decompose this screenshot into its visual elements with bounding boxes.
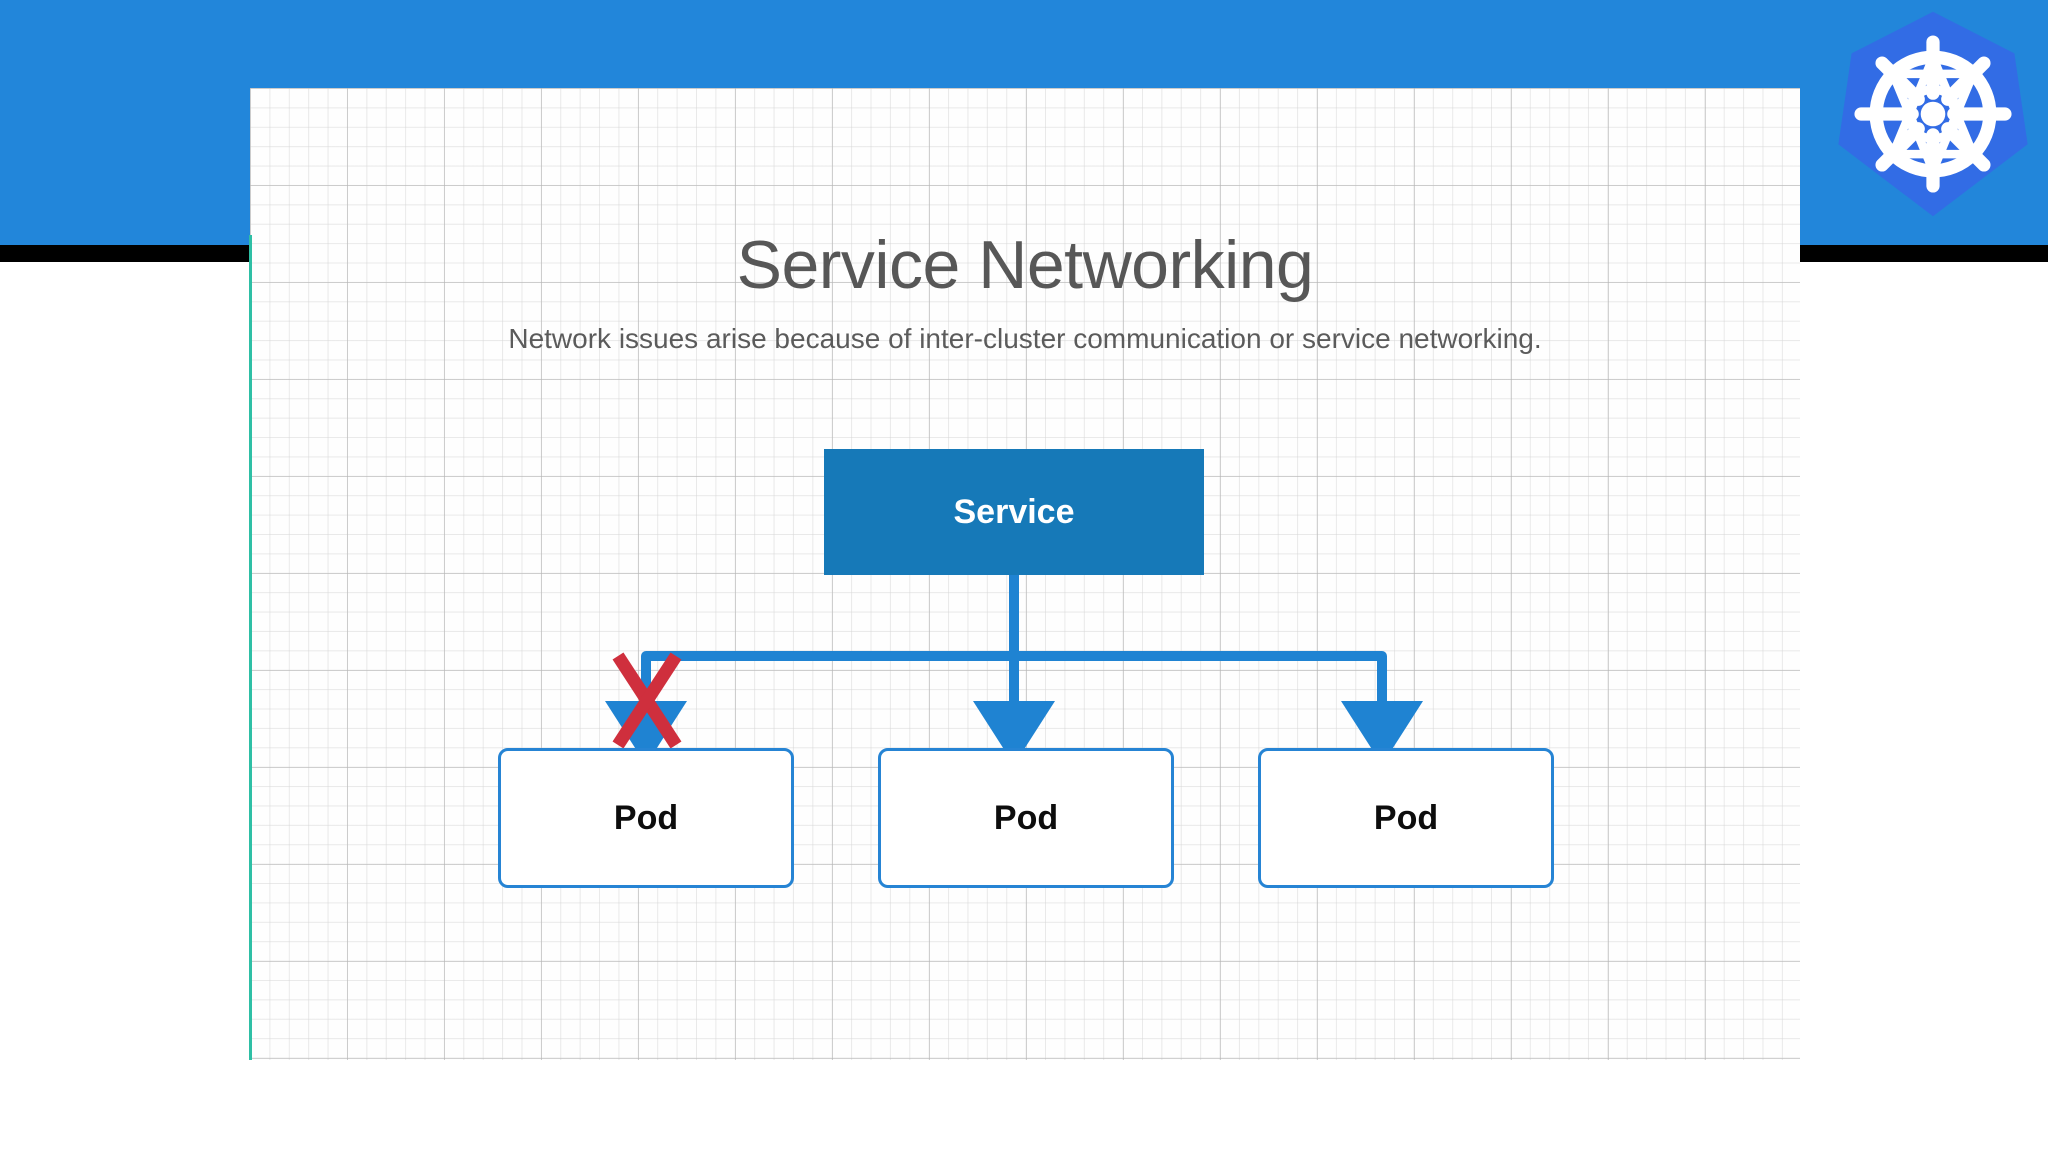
node-pod-2-label: Pod (993, 798, 1059, 837)
canvas-accent-rule (249, 235, 252, 1060)
red-x-mark (612, 652, 682, 749)
page-subtitle: Network issues arise because of inter-cl… (508, 323, 1542, 354)
page-title: Service Networking (736, 227, 1314, 303)
node-pod-3-label: Pod (1373, 798, 1439, 837)
ships-wheel-icon (1854, 35, 2012, 193)
node-pod-3[interactable]: Pod (1258, 748, 1554, 888)
node-service[interactable]: Service (824, 449, 1204, 575)
node-service-label: Service (953, 492, 1075, 531)
node-pod-2[interactable]: Pod (878, 748, 1174, 888)
node-pod-1-label: Pod (613, 798, 679, 837)
kubernetes-logo (1838, 8, 2028, 220)
node-pod-1[interactable]: Pod (498, 748, 794, 888)
